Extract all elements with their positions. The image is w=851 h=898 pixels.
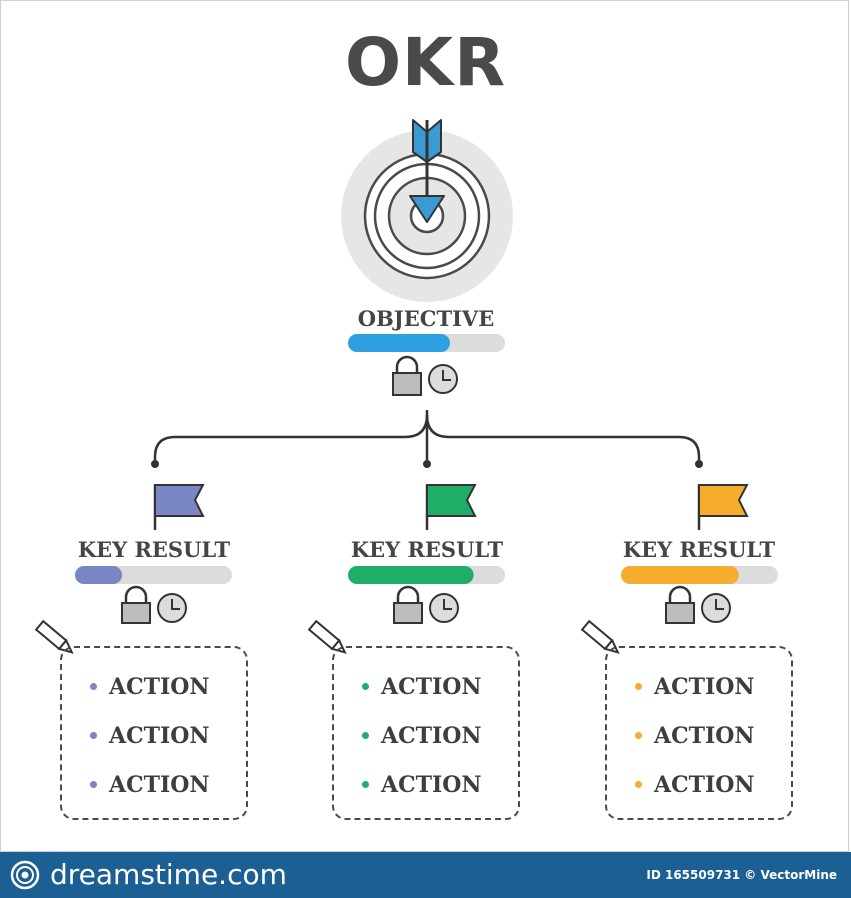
key-result-lock-icon-2 <box>393 585 423 624</box>
action-item: ACTION <box>90 773 210 797</box>
key-result-progress-fill-3 <box>621 566 739 584</box>
key-result-progress-bar-3 <box>621 566 778 584</box>
key-result-label-1: KEY RESULT <box>77 537 231 562</box>
flag-icon-3 <box>697 484 749 530</box>
connector-lines <box>153 410 701 463</box>
action-item: ACTION <box>635 773 755 797</box>
page-title: OKR <box>344 24 507 101</box>
action-box-1: ACTION ACTION ACTION <box>60 646 248 820</box>
objective-label: OBJECTIVE <box>357 306 495 331</box>
action-box-2: ACTION ACTION ACTION <box>332 646 520 820</box>
arrow-icon <box>409 119 445 223</box>
key-result-label-2: KEY RESULT <box>350 537 504 562</box>
key-result-progress-fill-2 <box>348 566 474 584</box>
key-result-clock-icon-2 <box>429 593 459 623</box>
objective-clock-icon <box>428 364 458 394</box>
objective-progress-bar <box>348 334 505 352</box>
key-result-progress-bar-2 <box>348 566 505 584</box>
action-item: ACTION <box>362 773 482 797</box>
footer-bar: dreamstime.com ID 165509731 © VectorMine <box>0 852 851 898</box>
key-result-label-3: KEY RESULT <box>622 537 776 562</box>
dreamstime-logo-icon <box>10 860 40 890</box>
footer-credit: ID 165509731 © VectorMine <box>646 868 837 882</box>
action-item: ACTION <box>635 724 755 748</box>
action-item: ACTION <box>362 724 482 748</box>
action-item: ACTION <box>362 675 482 699</box>
footer-brand[interactable]: dreamstime.com <box>50 858 287 891</box>
objective-progress-fill <box>348 334 450 352</box>
objective-lock-icon <box>392 355 422 396</box>
key-result-lock-icon-3 <box>665 585 695 624</box>
key-result-progress-bar-1 <box>75 566 232 584</box>
image-frame <box>0 0 849 852</box>
action-item: ACTION <box>635 675 755 699</box>
diagram-artwork <box>34 119 778 654</box>
key-result-lock-icon-1 <box>121 585 151 624</box>
key-result-clock-icon-3 <box>701 593 731 623</box>
key-result-progress-fill-1 <box>75 566 123 584</box>
flag-icon-1 <box>153 484 205 530</box>
key-result-clock-icon-1 <box>157 593 187 623</box>
action-item: ACTION <box>90 675 210 699</box>
action-box-3: ACTION ACTION ACTION <box>605 646 793 820</box>
action-item: ACTION <box>90 724 210 748</box>
flag-icon-2 <box>425 484 477 530</box>
